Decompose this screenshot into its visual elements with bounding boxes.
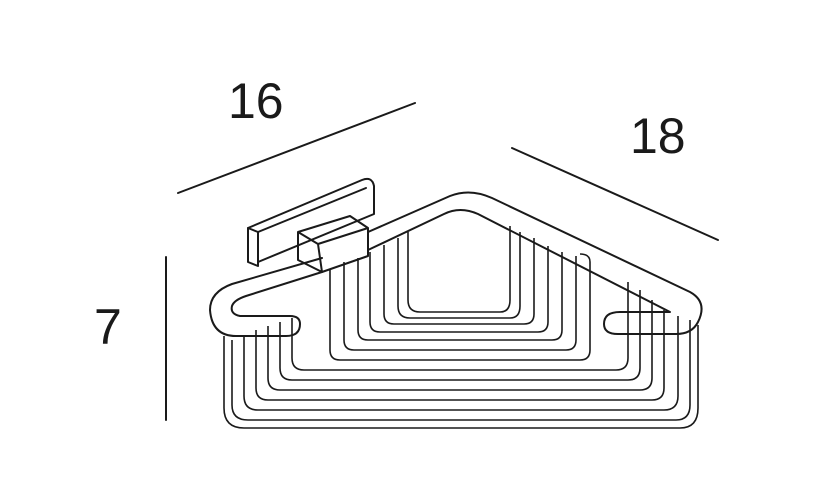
basket-left-handle	[209, 257, 323, 337]
basket-wire	[397, 232, 521, 319]
depth-label: 18	[630, 108, 686, 164]
corner-basket-illustration	[209, 177, 703, 429]
wall-plate-side	[247, 227, 259, 267]
basket-wire	[279, 290, 641, 381]
basket-wire	[383, 238, 535, 325]
basket-wire	[407, 226, 511, 313]
wall-plate	[247, 177, 375, 263]
basket-wire	[231, 320, 691, 421]
height-label: 7	[94, 299, 122, 355]
basket-wire	[223, 325, 699, 429]
basket-rim	[367, 191, 703, 335]
depth-dimension-line	[511, 147, 719, 241]
basket-wire	[369, 246, 549, 333]
basket-wire	[291, 282, 629, 371]
basket-wire	[255, 310, 665, 401]
width-dimension-line	[177, 102, 416, 194]
basket-wire	[343, 256, 577, 351]
width-label: 16	[228, 73, 284, 129]
basket-wire	[267, 300, 653, 391]
basket-wire	[329, 253, 591, 361]
basket-wire	[243, 316, 679, 411]
basket-wire	[357, 252, 563, 341]
wall-plate-edge	[257, 187, 367, 233]
